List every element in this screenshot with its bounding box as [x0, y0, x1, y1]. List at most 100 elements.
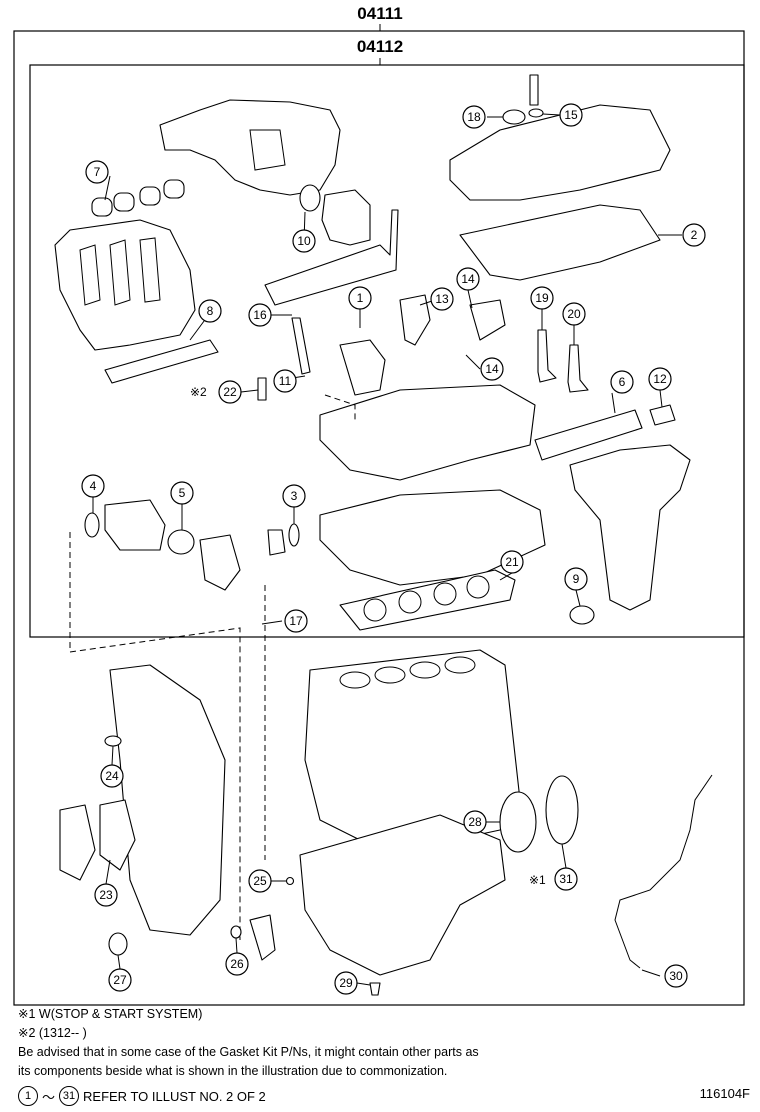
callout-2[interactable]: 2: [682, 223, 706, 247]
callout-20[interactable]: 20: [562, 302, 586, 326]
ref-to-circle: 31: [59, 1086, 80, 1106]
callout-10[interactable]: 10: [292, 229, 316, 253]
svg-text:27: 27: [113, 973, 127, 987]
switch-gasket: [230, 925, 242, 939]
svg-text:26: 26: [230, 957, 244, 971]
o-ring-left: [84, 512, 100, 538]
svg-text:14: 14: [485, 362, 499, 376]
note-1-mark: ※1: [529, 873, 546, 887]
callout-26[interactable]: 26: [225, 952, 249, 976]
exhaust-oil-seal: [569, 605, 595, 625]
callout-19[interactable]: 19: [530, 286, 554, 310]
svg-text:2: 2: [691, 228, 698, 242]
svg-text:21: 21: [505, 555, 519, 569]
svg-text:7: 7: [94, 165, 101, 179]
callout-21[interactable]: 21: [500, 550, 524, 574]
water-pump-gasket: [99, 799, 136, 871]
timing-chain-cover: [109, 664, 226, 936]
plug: [257, 377, 267, 401]
svg-text:28: 28: [468, 815, 482, 829]
camshaft-housing: [319, 384, 536, 481]
callout-22[interactable]: 22: [218, 380, 242, 404]
callout-6[interactable]: 6: [610, 370, 634, 394]
callout-9[interactable]: 9: [564, 567, 588, 591]
footnotes: ※1 W(STOP & START SYSTEM) ※2 (1312-- ) B…: [18, 1005, 748, 1081]
advisory-line-2: its components beside what is shown in t…: [18, 1064, 448, 1078]
svg-text:5: 5: [179, 486, 186, 500]
callout-12[interactable]: 12: [648, 367, 672, 391]
vvt-sensor: [469, 299, 506, 341]
callout-8[interactable]: 8: [198, 299, 222, 323]
callout-1[interactable]: 1: [348, 286, 372, 310]
ref-separator: ～: [42, 1089, 56, 1105]
exhaust-manifold-gasket: [534, 409, 643, 461]
ref-from-circle: 1: [18, 1086, 38, 1106]
svg-text:3: 3: [291, 489, 298, 503]
callout-27[interactable]: 27: [108, 968, 132, 992]
svg-text:10: 10: [297, 234, 311, 248]
callout-28[interactable]: 28: [463, 810, 487, 834]
callout-13[interactable]: 13: [430, 287, 454, 311]
intake-port-gaskets: [91, 179, 185, 217]
inner-kit-frame: [29, 64, 745, 638]
head-gasket-bores: [363, 575, 490, 622]
cylinder-head-gasket: [339, 569, 516, 631]
reference-line: 1 ～ 31 REFER TO ILLUST NO. 2 OF 2: [18, 1086, 266, 1106]
callout-14-lower[interactable]: 14: [480, 357, 504, 381]
callout-18[interactable]: 18: [462, 105, 486, 129]
svg-text:22: 22: [223, 385, 237, 399]
callout-23[interactable]: 23: [94, 883, 118, 907]
oil-control-valve: [399, 294, 431, 346]
water-bypass-fitting: [267, 529, 286, 556]
water-outlet: [104, 499, 166, 551]
callout-3[interactable]: 3: [282, 484, 306, 508]
throttle-gasket: [299, 184, 321, 212]
callout-5[interactable]: 5: [170, 481, 194, 505]
callout-15[interactable]: 15: [559, 103, 583, 127]
note-2-mark: ※2: [190, 385, 207, 399]
callout-16[interactable]: 16: [248, 303, 272, 327]
svg-text:31: 31: [559, 872, 573, 886]
cylinder-block: [304, 649, 521, 846]
callout-31[interactable]: 31: [554, 867, 578, 891]
kit-number-outer: 04111: [357, 4, 402, 23]
callout-17[interactable]: 17: [284, 609, 308, 633]
svg-text:18: 18: [467, 110, 481, 124]
water-outlet-gasket: [167, 529, 195, 555]
callout-14-upper[interactable]: 14: [456, 267, 480, 291]
advisory-line-1: Be advised that in some case of the Gask…: [18, 1045, 479, 1059]
footnote-2: ※2 (1312-- ): [18, 1026, 87, 1040]
callout-25[interactable]: 25: [248, 869, 272, 893]
svg-text:6: 6: [619, 375, 626, 389]
svg-text:15: 15: [564, 108, 578, 122]
svg-text:8: 8: [207, 304, 214, 318]
svg-text:19: 19: [535, 291, 549, 305]
fuel-delivery-pipe: [264, 209, 399, 306]
oil-filler-bolt: [529, 74, 539, 106]
oil-pan-drain-plug: [369, 982, 381, 996]
svg-text:12: 12: [653, 372, 667, 386]
crank-front-seal: [108, 932, 128, 956]
thermostat-housing: [199, 534, 241, 591]
block-bores: [339, 656, 476, 689]
svg-text:24: 24: [105, 769, 119, 783]
ref-text: REFER TO ILLUST NO. 2 OF 2: [83, 1088, 266, 1104]
callout-7[interactable]: 7: [85, 160, 109, 184]
rear-oil-seal: [499, 791, 537, 853]
callout-11[interactable]: 11: [273, 369, 297, 393]
callout-4[interactable]: 4: [81, 474, 105, 498]
front-oil-seal: [104, 735, 122, 747]
exhaust-valve: [567, 344, 589, 393]
callout-30[interactable]: 30: [664, 964, 688, 988]
svg-text:14: 14: [461, 272, 475, 286]
svg-text:16: 16: [253, 308, 267, 322]
svg-text:30: 30: [669, 969, 683, 983]
intake-manifold-upper: [159, 99, 341, 196]
callout-29[interactable]: 29: [334, 971, 358, 995]
callout-24[interactable]: 24: [100, 764, 124, 788]
intake-valve: [537, 329, 557, 383]
oil-pressure-switch: [249, 914, 276, 961]
svg-text:29: 29: [339, 976, 353, 990]
egr-gasket: [649, 404, 676, 426]
